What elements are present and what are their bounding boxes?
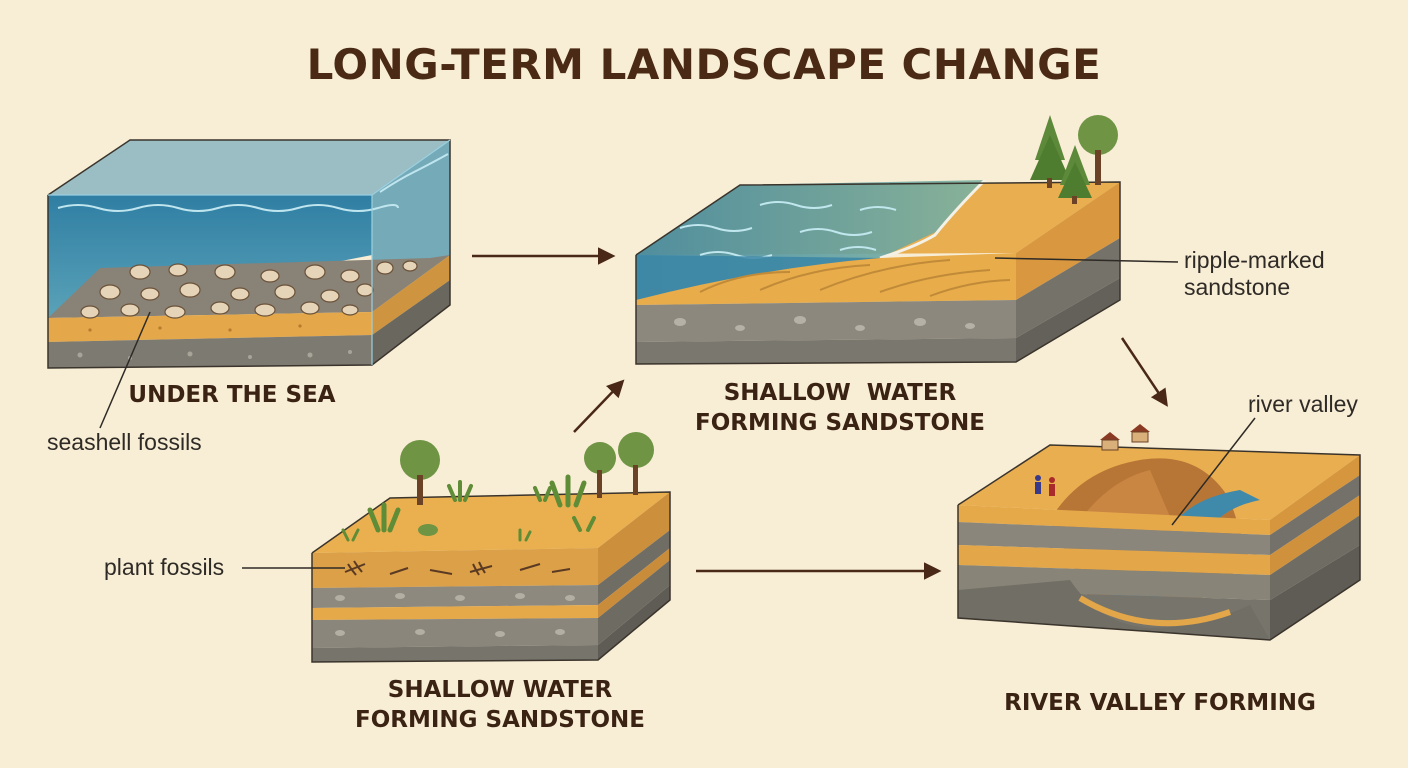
caption-under-the-sea: UNDER THE SEA xyxy=(128,382,336,408)
sea-block xyxy=(47,139,451,369)
caption-shallow-water-bottom-line2: FORMING SANDSTONE xyxy=(354,707,646,733)
label-ripple-line1: ripple-marked xyxy=(1184,247,1325,273)
river-leader-line xyxy=(1171,417,1256,526)
seashell-leader-line xyxy=(99,311,151,429)
label-river-valley: river valley xyxy=(1248,391,1358,417)
caption-shallow-water-top-line2: FORMING SANDSTONE xyxy=(694,410,986,436)
caption-shallow-water-bottom-line1: SHALLOW WATER xyxy=(387,677,613,703)
arrow-plants-to-shallow xyxy=(573,379,625,433)
caption-shallow-water-top: SHALLOW WATER FORMING SANDSTONE xyxy=(690,378,990,438)
caption-shallow-water-bottom: SHALLOW WATER FORMING SANDSTONE xyxy=(350,675,650,735)
plant-fossil-block xyxy=(311,432,671,663)
label-seashell-fossils: seashell fossils xyxy=(47,429,202,455)
caption-shallow-water-top-line1: SHALLOW WATER xyxy=(723,380,957,406)
shallow-water-block xyxy=(635,115,1121,365)
house-icon xyxy=(1100,424,1150,451)
label-ripple-marked-sandstone: ripple-marked sandstone xyxy=(1184,247,1325,301)
ripple-leader-line xyxy=(994,257,1179,263)
label-plant-fossils: plant fossils xyxy=(104,554,225,580)
label-ripple-line2: sandstone xyxy=(1184,274,1291,300)
arrow-shallow-to-valley xyxy=(1120,337,1168,407)
caption-river-valley-forming: RIVER VALLEY FORMING xyxy=(1004,690,1316,716)
plant-icon xyxy=(341,432,654,542)
tree-icon xyxy=(1030,115,1118,204)
river-valley-block xyxy=(957,424,1361,641)
people-icon xyxy=(1035,475,1055,496)
page-title: LONG-TERM LANDSCAPE CHANGE xyxy=(306,40,1102,89)
